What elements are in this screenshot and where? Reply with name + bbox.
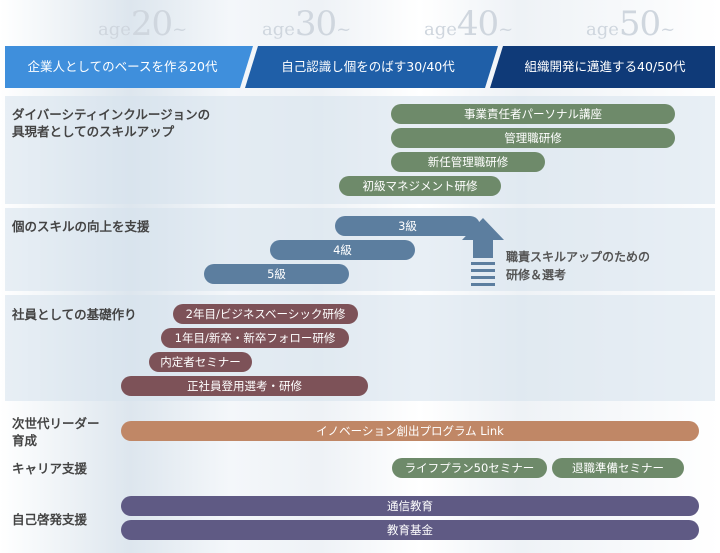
seminar-life-plan-50[interactable]: ライフプラン50セミナー (392, 458, 547, 478)
section-basic-label: 社員としての基礎作り (12, 307, 137, 322)
section-skill-label: 個のスキルの向上を支援 (12, 219, 150, 234)
course-executive-personal[interactable]: 事業責任者パーソナル講座 (391, 104, 675, 124)
phase-40-50s-label: 組織開発に邁進する40/50代 (524, 59, 686, 74)
section-career-label: キャリア支援 (12, 461, 88, 476)
phase-30-40s-arrow (245, 46, 498, 88)
section-diversity-label: ダイバーシティインクルージョンの 具現者としてのスキルアップ (12, 107, 211, 139)
phase-20s-label: 企業人としてのベースを作る20代 (27, 59, 218, 74)
seminar-retirement-prep[interactable]: 退職準備セミナー (552, 458, 684, 478)
age-30-label: age30~ (262, 4, 352, 44)
course-junior-management[interactable]: 初級マネジメント研修 (339, 176, 501, 196)
phase-40-50s-arrow (490, 46, 715, 88)
section-next-leader-label: 次世代リーダー 育成 (12, 416, 100, 448)
course-first-year-follow[interactable]: 1年目/新卒・新卒フォロー研修 (161, 328, 349, 348)
course-regular-employee[interactable]: 正社員登用選考・研修 (121, 376, 368, 396)
up-arrow-icon (462, 218, 504, 286)
course-second-year-basic[interactable]: 2年目/ビジネスベーシック研修 (173, 304, 358, 324)
skill-level-4[interactable]: 4級 (270, 240, 415, 260)
age-20-label: age20~ (98, 4, 188, 44)
course-new-manager-training[interactable]: 新任管理職研修 (391, 152, 545, 172)
skill-note: 職責スキルアップのための 研修＆選考 (506, 250, 651, 282)
program-education-fund[interactable]: 教育基金 (121, 520, 699, 540)
age-50-label: age50~ (586, 4, 676, 44)
phase-header-arrows (5, 46, 715, 88)
phase-30-40s-label: 自己認識し個をのばす30/40代 (281, 59, 455, 74)
program-correspondence[interactable]: 通信教育 (121, 496, 699, 516)
section-self-dev-label: 自己啓発支援 (12, 512, 88, 527)
course-offer-seminar[interactable]: 内定者セミナー (149, 352, 252, 372)
course-manager-training[interactable]: 管理職研修 (391, 128, 675, 148)
age-40-label: age40~ (424, 4, 514, 44)
skill-level-3[interactable]: 3級 (335, 216, 480, 236)
skill-level-5[interactable]: 5級 (204, 264, 349, 284)
program-innovation-link[interactable]: イノベーション創出プログラム Link (121, 421, 699, 441)
phase-20s-arrow (5, 46, 253, 88)
